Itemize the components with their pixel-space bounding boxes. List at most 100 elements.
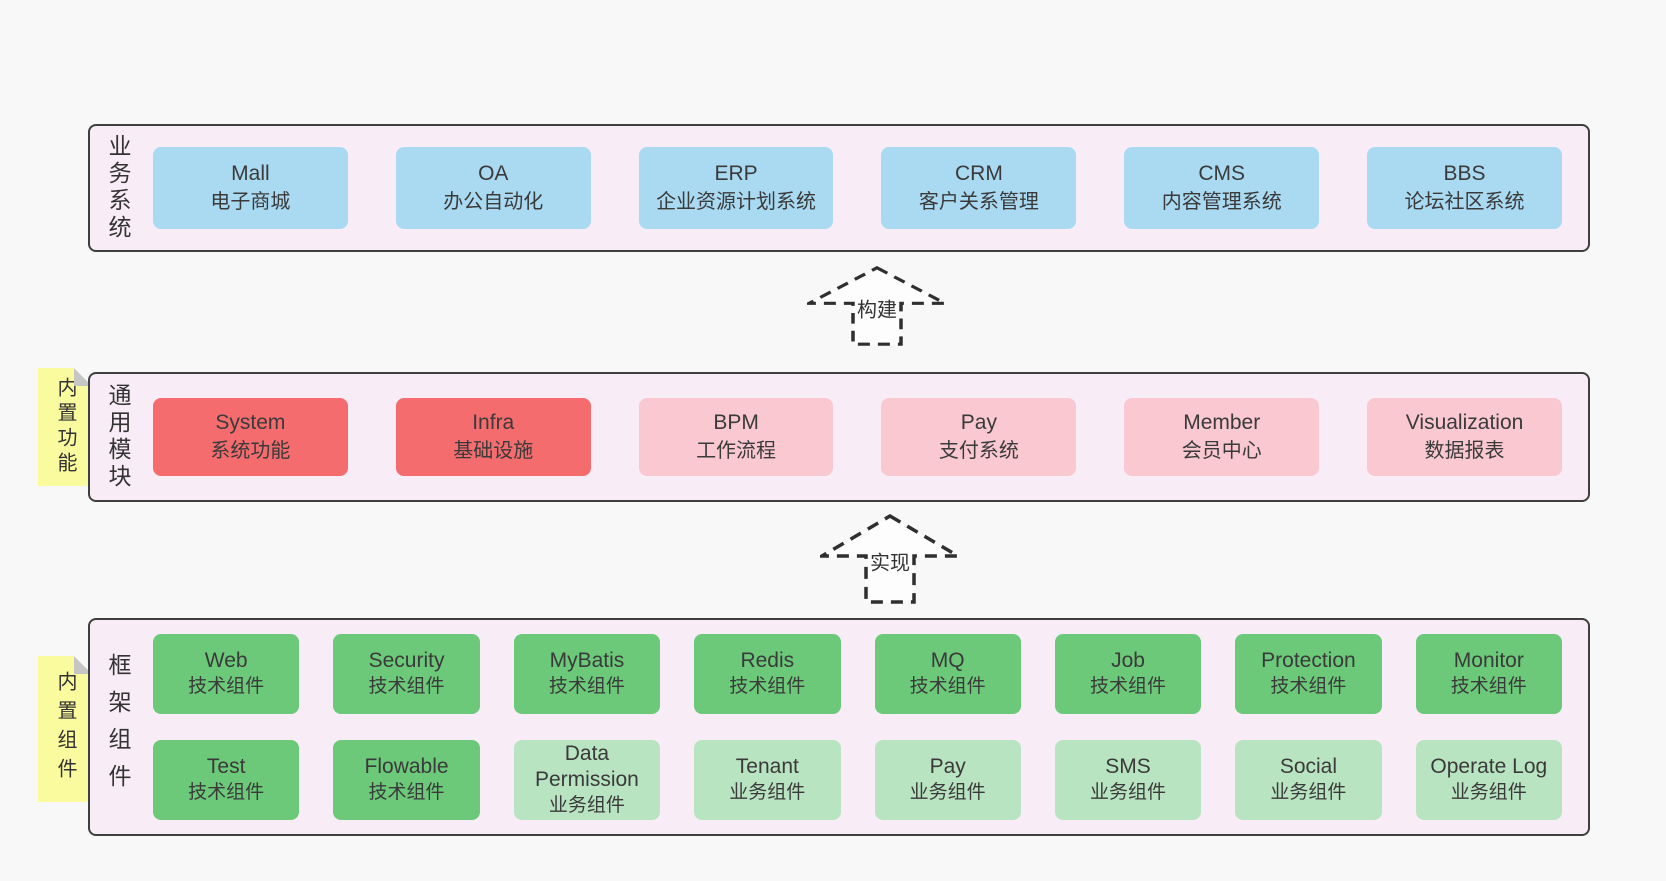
- box-crm: CRM 客户关系管理: [881, 147, 1077, 229]
- box-tenant-desc: 业务组件: [729, 782, 806, 803]
- box-flowable: Flowable 技术组件: [333, 740, 480, 820]
- box-tenant: Tenant 业务组件: [694, 740, 841, 820]
- box-mq-desc: 技术组件: [909, 676, 986, 697]
- note-built-in-components-label: 内置组件: [54, 671, 76, 787]
- box-visualization-desc: 数据报表: [1424, 440, 1505, 462]
- note-built-in-features-label: 内置功能: [54, 377, 76, 477]
- box-data-permission-desc: 业务组件: [548, 795, 625, 816]
- box-data-permission-name: Data Permission: [535, 742, 639, 791]
- box-mq-name: MQ: [930, 649, 965, 672]
- box-erp-desc: 企业资源计划系统: [656, 191, 817, 213]
- box-system: System 系统功能: [153, 398, 348, 476]
- arrow-implement-label: 实现: [868, 546, 912, 576]
- box-web: Web 技术组件: [153, 634, 300, 714]
- box-operate-log: Operate Log 业务组件: [1415, 740, 1562, 820]
- box-job-name: Job: [1111, 649, 1145, 672]
- box-sms-name: SMS: [1105, 755, 1151, 778]
- box-social-desc: 业务组件: [1270, 782, 1347, 803]
- box-protection: Protection 技术组件: [1235, 634, 1382, 714]
- layer-label-business-systems: 业务系统: [105, 134, 131, 242]
- box-operate-log-desc: 业务组件: [1450, 782, 1527, 803]
- box-visualization: Visualization 数据报表: [1367, 398, 1562, 476]
- box-tenant-name: Tenant: [735, 755, 799, 778]
- box-oa-name: OA: [478, 162, 509, 185]
- box-bpm: BPM 工作流程: [638, 398, 834, 476]
- box-mall: Mall 电子商城: [153, 147, 348, 229]
- box-cms: CMS 内容管理系统: [1124, 147, 1320, 229]
- box-member-name: Member: [1183, 411, 1261, 434]
- box-bpm-name: BPM: [713, 411, 759, 434]
- box-flowable-name: Flowable: [364, 755, 449, 778]
- box-mybatis: MyBatis 技术组件: [513, 634, 661, 714]
- box-protection-name: Protection: [1261, 649, 1356, 672]
- box-system-desc: 系统功能: [210, 440, 291, 462]
- box-test-desc: 技术组件: [188, 782, 265, 803]
- box-test-name: Test: [206, 755, 246, 778]
- box-monitor-name: Monitor: [1453, 649, 1524, 672]
- box-redis: Redis 技术组件: [694, 634, 841, 714]
- box-infra-desc: 基础设施: [453, 440, 534, 462]
- box-infra: Infra 基础设施: [395, 398, 591, 476]
- common-modules-row: System 系统功能 Infra 基础设施 BPM 工作流程 Pay 支付系统…: [129, 398, 1588, 476]
- layer-common-modules: 通用模块 System 系统功能 Infra 基础设施 BPM 工作流程 Pay…: [88, 372, 1590, 502]
- framework-components-row-1: Web 技术组件 Security 技术组件 MyBatis 技术组件 Redi…: [153, 634, 1562, 714]
- box-mybatis-desc: 技术组件: [548, 676, 625, 697]
- box-bbs-desc: 论坛社区系统: [1404, 191, 1525, 213]
- framework-components-rows: Web 技术组件 Security 技术组件 MyBatis 技术组件 Redi…: [129, 634, 1588, 820]
- box-security-name: Security: [368, 649, 445, 672]
- box-bbs-name: BBS: [1443, 162, 1486, 185]
- box-job-desc: 技术组件: [1090, 676, 1167, 697]
- box-mall-name: Mall: [231, 162, 270, 185]
- box-system-name: System: [215, 411, 286, 434]
- box-mq: MQ 技术组件: [874, 634, 1021, 714]
- business-systems-row: Mall 电子商城 OA 办公自动化 ERP 企业资源计划系统 CRM 客户关系…: [129, 147, 1588, 229]
- arrow-build-label: 构建: [855, 293, 899, 323]
- box-flowable-desc: 技术组件: [368, 782, 445, 803]
- box-security: Security 技术组件: [333, 634, 480, 714]
- box-monitor-desc: 技术组件: [1450, 676, 1527, 697]
- box-oa: OA 办公自动化: [395, 147, 591, 229]
- layer-framework-components: 框架组件 Web 技术组件 Security 技术组件 MyBatis 技术组件…: [88, 618, 1590, 836]
- box-social-name: Social: [1279, 755, 1338, 778]
- box-pay-business: Pay 业务组件: [874, 740, 1021, 820]
- box-cms-desc: 内容管理系统: [1161, 191, 1282, 213]
- box-cms-name: CMS: [1198, 162, 1246, 185]
- box-sms: SMS 业务组件: [1054, 740, 1202, 820]
- box-erp: ERP 企业资源计划系统: [638, 147, 834, 229]
- box-bpm-desc: 工作流程: [696, 440, 777, 462]
- box-monitor: Monitor 技术组件: [1415, 634, 1562, 714]
- box-protection-desc: 技术组件: [1270, 676, 1347, 697]
- box-bbs: BBS 论坛社区系统: [1367, 147, 1562, 229]
- box-mall-desc: 电子商城: [210, 191, 291, 213]
- box-web-name: Web: [204, 649, 248, 672]
- box-crm-name: CRM: [954, 162, 1003, 185]
- box-pay-desc: 支付系统: [938, 440, 1019, 462]
- note-built-in-components: 内置组件: [38, 656, 92, 802]
- layer-business-systems: 业务系统 Mall 电子商城 OA 办公自动化 ERP 企业资源计划系统 CRM…: [88, 124, 1590, 252]
- box-mybatis-name: MyBatis: [549, 649, 625, 672]
- layer-label-framework-components: 框架组件: [105, 653, 131, 801]
- box-oa-desc: 办公自动化: [443, 191, 544, 213]
- box-member: Member 会员中心: [1124, 398, 1320, 476]
- box-redis-desc: 技术组件: [729, 676, 806, 697]
- box-visualization-name: Visualization: [1405, 411, 1524, 434]
- box-web-desc: 技术组件: [188, 676, 265, 697]
- box-social: Social 业务组件: [1235, 740, 1382, 820]
- box-sms-desc: 业务组件: [1090, 782, 1167, 803]
- box-pay-business-name: Pay: [929, 755, 966, 778]
- box-pay: Pay 支付系统: [881, 398, 1077, 476]
- box-erp-name: ERP: [714, 162, 758, 185]
- arrow-implement: 实现: [820, 514, 960, 604]
- box-job: Job 技术组件: [1054, 634, 1202, 714]
- framework-components-row-2: Test 技术组件 Flowable 技术组件 Data Permission …: [153, 740, 1562, 820]
- box-pay-name: Pay: [960, 411, 997, 434]
- layer-label-common-modules: 通用模块: [105, 383, 131, 491]
- box-security-desc: 技术组件: [368, 676, 445, 697]
- box-operate-log-name: Operate Log: [1430, 755, 1548, 778]
- box-test: Test 技术组件: [153, 740, 300, 820]
- box-crm-desc: 客户关系管理: [918, 191, 1039, 213]
- box-pay-business-desc: 业务组件: [909, 782, 986, 803]
- box-data-permission: Data Permission 业务组件: [513, 740, 661, 820]
- arrow-build: 构建: [807, 266, 947, 346]
